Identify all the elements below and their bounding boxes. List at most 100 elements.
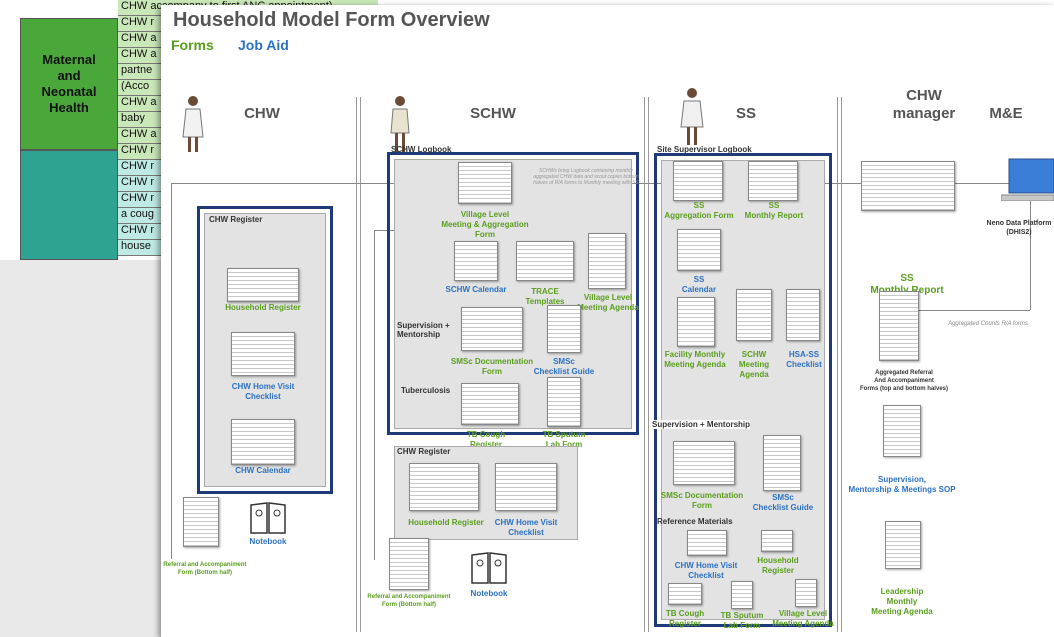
ss-hsa-checklist-label: HSA-SS Checklist bbox=[786, 350, 822, 369]
ss-schw-agenda-label: SCHW Meeting Agenda bbox=[738, 350, 770, 379]
schw-chw-register-heading: CHW Register bbox=[397, 447, 451, 456]
smsc-doc-thumbnail[interactable] bbox=[461, 307, 523, 351]
schw-person-icon bbox=[390, 96, 410, 152]
category-teal bbox=[20, 150, 118, 260]
ss-smsc-doc-thumbnail[interactable] bbox=[673, 441, 735, 485]
hsa-checklist-thumbnail[interactable] bbox=[786, 289, 820, 341]
column-header-chw: CHW bbox=[244, 105, 280, 122]
ss-village-agenda-thumbnail[interactable] bbox=[795, 579, 817, 607]
schw-referral-form-label: Referral and Accompaniment Form (Bottom … bbox=[367, 594, 451, 608]
schw-smsc-checklist-label: SMSc Checklist Guide bbox=[533, 357, 595, 376]
ss-aggregation-form-thumbnail[interactable] bbox=[673, 161, 723, 201]
schw-flow-note: SCHWs bring Logbook containing monthly a… bbox=[533, 168, 639, 186]
schw-household-register-label: Household Register bbox=[408, 518, 484, 527]
laptop-icon bbox=[1001, 158, 1054, 201]
chw-register-heading: CHW Register bbox=[209, 215, 263, 224]
ss-supervision-heading: Supervision + Mentorship bbox=[652, 420, 751, 429]
mgr-ss-monthly-label: SS Monthly Report bbox=[870, 273, 944, 296]
ss-home-visit-checklist-thumbnail[interactable] bbox=[687, 530, 727, 556]
home-visit-checklist-thumbnail[interactable] bbox=[231, 332, 295, 376]
mgr-aggregated-ra-label: Aggregated Referral And Accompaniment Fo… bbox=[859, 370, 948, 392]
ss-village-agenda-label: Village Level Meeting Agenda bbox=[772, 609, 834, 628]
column-header-schw: SCHW bbox=[470, 105, 516, 122]
legend-forms: Forms bbox=[171, 37, 214, 53]
divider-line bbox=[841, 97, 842, 632]
flow-line bbox=[917, 310, 1030, 311]
chw-calendar-thumbnail[interactable] bbox=[231, 419, 295, 465]
schw-calendar-thumbnail[interactable] bbox=[454, 241, 498, 281]
slide-title: Household Model Form Overview bbox=[173, 9, 490, 31]
ss-calendar-thumbnail[interactable] bbox=[677, 229, 721, 271]
divider-line bbox=[837, 97, 838, 632]
flow-line bbox=[171, 183, 172, 559]
flow-line bbox=[1030, 200, 1031, 310]
flow-line bbox=[374, 230, 394, 231]
trace-template-thumbnail[interactable] bbox=[516, 241, 574, 281]
ss-smsc-doc-label: SMSc Documentation Form bbox=[660, 491, 744, 510]
schw-tb-sputum-label: TB Sputum Lab Form bbox=[542, 430, 586, 449]
chw-calendar-label: CHW Calendar bbox=[235, 466, 291, 475]
sop-thumbnail[interactable] bbox=[883, 405, 921, 457]
schw-supervision-heading: Supervision + Mentorship bbox=[397, 321, 450, 339]
schw-logbook-heading: SCHW Logbook bbox=[391, 145, 452, 154]
mgr-leadership-label: Leadership Monthly Meeting Agenda bbox=[871, 587, 933, 616]
schw-agenda-thumbnail[interactable] bbox=[736, 289, 772, 341]
schw-village-form-label: Village Level Meeting & Aggregation Form bbox=[441, 210, 529, 239]
divider-line bbox=[356, 97, 357, 632]
chw-referral-form-thumbnail[interactable] bbox=[183, 497, 219, 547]
schw-tb-heading: Tuberculosis bbox=[401, 386, 451, 395]
me-neno-label: Neno Data Platform (DHIS2) bbox=[986, 220, 1052, 236]
ss-person-icon bbox=[680, 88, 704, 145]
ss-household-register-label: Household Register bbox=[757, 556, 799, 575]
ss-household-register-thumbnail[interactable] bbox=[761, 530, 793, 552]
divider-line bbox=[648, 97, 649, 632]
divider-line bbox=[360, 97, 361, 632]
ss-monthly-report-large-thumbnail[interactable] bbox=[861, 161, 955, 211]
tb-sputum-form-thumbnail[interactable] bbox=[547, 377, 581, 427]
chw-referral-form-label: Referral and Accompaniment Form (Bottom … bbox=[163, 562, 247, 576]
ss-tb-cough-thumbnail[interactable] bbox=[668, 583, 702, 605]
schw-referral-form-thumbnail[interactable] bbox=[389, 538, 429, 590]
smsc-checklist-thumbnail[interactable] bbox=[547, 305, 581, 353]
mgr-agg-note: Aggregated Counts R/A forms bbox=[948, 321, 1028, 327]
mgr-sop-label: Supervision, Mentorship & Meetings SOP bbox=[848, 475, 956, 494]
divider-line bbox=[644, 97, 645, 632]
notebook-icon bbox=[471, 552, 507, 584]
column-header-chw-manager: CHW manager bbox=[892, 87, 956, 122]
schw-household-register-thumbnail[interactable] bbox=[409, 463, 479, 511]
schw-village-agenda-label: Village Level Meeting Agenda bbox=[577, 293, 639, 312]
flow-line bbox=[374, 230, 375, 560]
schw-home-visit-checklist-thumbnail[interactable] bbox=[495, 463, 557, 511]
column-header-ss: SS bbox=[735, 105, 756, 122]
schw-tb-cough-label: TB Cough Register bbox=[466, 430, 506, 449]
facility-agenda-thumbnail[interactable] bbox=[677, 297, 715, 347]
ss-smsc-checklist-thumbnail[interactable] bbox=[763, 435, 801, 491]
ss-home-visit-checklist-label: CHW Home Visit Checklist bbox=[674, 561, 738, 580]
ss-monthly-report-thumbnail[interactable] bbox=[748, 161, 798, 201]
village-form-thumbnail[interactable] bbox=[458, 162, 512, 204]
schw-home-visit-checklist-label: CHW Home Visit Checklist bbox=[494, 518, 558, 537]
chw-person-icon bbox=[182, 96, 204, 152]
village-agenda-thumbnail[interactable] bbox=[588, 233, 626, 289]
leadership-agenda-thumbnail[interactable] bbox=[885, 521, 921, 569]
ss-reference-heading: Reference Materials bbox=[657, 517, 733, 526]
household-register-thumbnail[interactable] bbox=[227, 268, 299, 302]
category-maternal-neonatal-health: Maternal and Neonatal Health bbox=[20, 18, 118, 150]
schw-calendar-label: SCHW Calendar bbox=[445, 285, 507, 294]
ss-tb-sputum-thumbnail[interactable] bbox=[731, 581, 753, 609]
tb-cough-register-thumbnail[interactable] bbox=[461, 383, 519, 425]
ss-logbook-heading: Site Supervisor Logbook bbox=[657, 145, 752, 154]
ss-logbook-highlight bbox=[654, 153, 832, 627]
schw-notebook-label: Notebook bbox=[470, 589, 508, 598]
chw-household-register-label: Household Register bbox=[225, 303, 301, 312]
column-header-me: M&E bbox=[989, 105, 1023, 122]
ss-calendar-label: SS Calendar bbox=[681, 275, 717, 294]
ss-facility-agenda-label: Facility Monthly Meeting Agenda bbox=[664, 350, 726, 369]
ss-smsc-checklist-label: SMSc Checklist Guide bbox=[752, 493, 814, 512]
chw-notebook-label: Notebook bbox=[249, 537, 287, 546]
aggregated-ra-thumbnail[interactable] bbox=[879, 291, 919, 361]
chw-home-visit-checklist-label: CHW Home Visit Checklist bbox=[231, 382, 295, 401]
ss-aggregation-label: SS Aggregation Form bbox=[664, 201, 734, 220]
form-overview-slide: Household Model Form Overview Forms Job … bbox=[161, 5, 1054, 637]
schw-trace-label: TRACE Templates bbox=[525, 287, 565, 306]
